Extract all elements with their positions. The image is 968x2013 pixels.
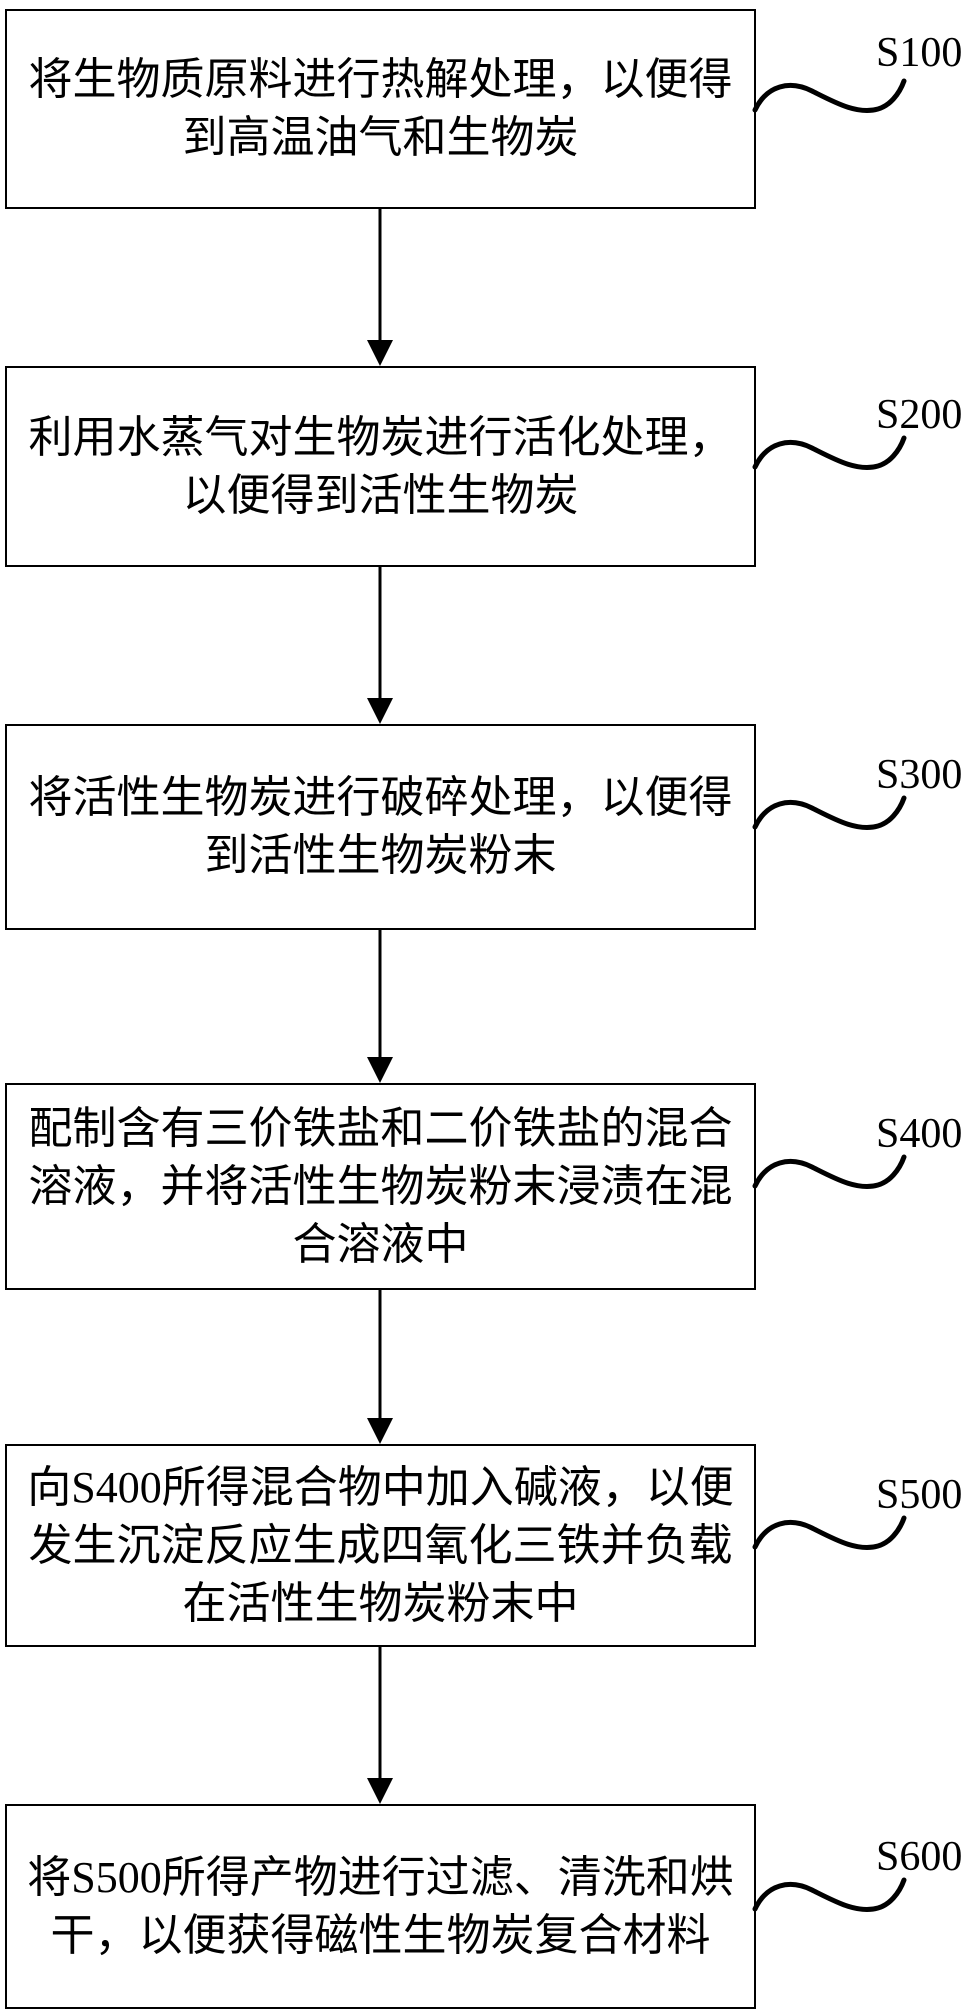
arrow-down-1: [367, 209, 393, 366]
step-box-s200: 利用水蒸气对生物炭进行活化处理， 以便得到活性生物炭: [5, 366, 756, 567]
squiggle-connector-s500: [752, 1512, 910, 1558]
squiggle-connector-s300: [752, 792, 910, 838]
arrow-shaft: [378, 1290, 382, 1422]
step-box-s300: 将活性生物炭进行破碎处理，以便得 到活性生物炭粉末: [5, 724, 756, 930]
step-text-s200: 利用水蒸气对生物炭进行活化处理， 以便得到活性生物炭: [28, 412, 733, 520]
arrow-shaft: [378, 209, 382, 344]
arrow-shaft: [378, 1647, 382, 1782]
step-text-s600: 将S500所得产物进行过滤、清洗和烘 干，以便获得磁性生物炭复合材料: [27, 1852, 734, 1960]
step-box-s400: 配制含有三价铁盐和二价铁盐的混合 溶液，并将活性生物炭粉末浸渍在混 合溶液中: [5, 1083, 756, 1290]
squiggle-connector-s400: [752, 1151, 910, 1197]
arrow-head-icon: [367, 340, 393, 366]
arrow-shaft: [378, 930, 382, 1061]
squiggle-connector-s200: [752, 432, 910, 478]
step-text-s500: 向S400所得混合物中加入碱液，以便 发生沉淀反应生成四氧化三铁并负载 在活性生…: [27, 1462, 734, 1628]
arrow-down-5: [367, 1647, 393, 1804]
step-box-s600: 将S500所得产物进行过滤、清洗和烘 干，以便获得磁性生物炭复合材料: [5, 1804, 756, 2009]
arrow-head-icon: [367, 1057, 393, 1083]
step-label-s500: S500: [876, 1472, 963, 1518]
arrow-head-icon: [367, 698, 393, 724]
step-label-s600: S600: [876, 1834, 963, 1880]
step-text-s300: 将活性生物炭进行破碎处理，以便得 到活性生物炭粉末: [28, 773, 733, 880]
squiggle-connector-s600: [752, 1874, 910, 1920]
step-label-s100: S100: [876, 30, 963, 76]
arrow-shaft: [378, 567, 382, 702]
arrow-down-4: [367, 1290, 393, 1444]
step-label-s300: S300: [876, 752, 963, 798]
arrow-head-icon: [367, 1418, 393, 1444]
step-text-s400: 配制含有三价铁盐和二价铁盐的混合 溶液，并将活性生物炭粉末浸渍在混 合溶液中: [28, 1103, 733, 1269]
step-box-s500: 向S400所得混合物中加入碱液，以便 发生沉淀反应生成四氧化三铁并负载 在活性生…: [5, 1444, 756, 1647]
arrow-head-icon: [367, 1778, 393, 1804]
step-text-s100: 将生物质原料进行热解处理，以便得 到高温油气和生物炭: [28, 55, 733, 162]
step-box-s100: 将生物质原料进行热解处理，以便得 到高温油气和生物炭: [5, 9, 756, 209]
step-label-s400: S400: [876, 1111, 963, 1157]
squiggle-connector-s100: [752, 75, 910, 121]
arrow-down-2: [367, 567, 393, 724]
step-label-s200: S200: [876, 392, 963, 438]
arrow-down-3: [367, 930, 393, 1083]
